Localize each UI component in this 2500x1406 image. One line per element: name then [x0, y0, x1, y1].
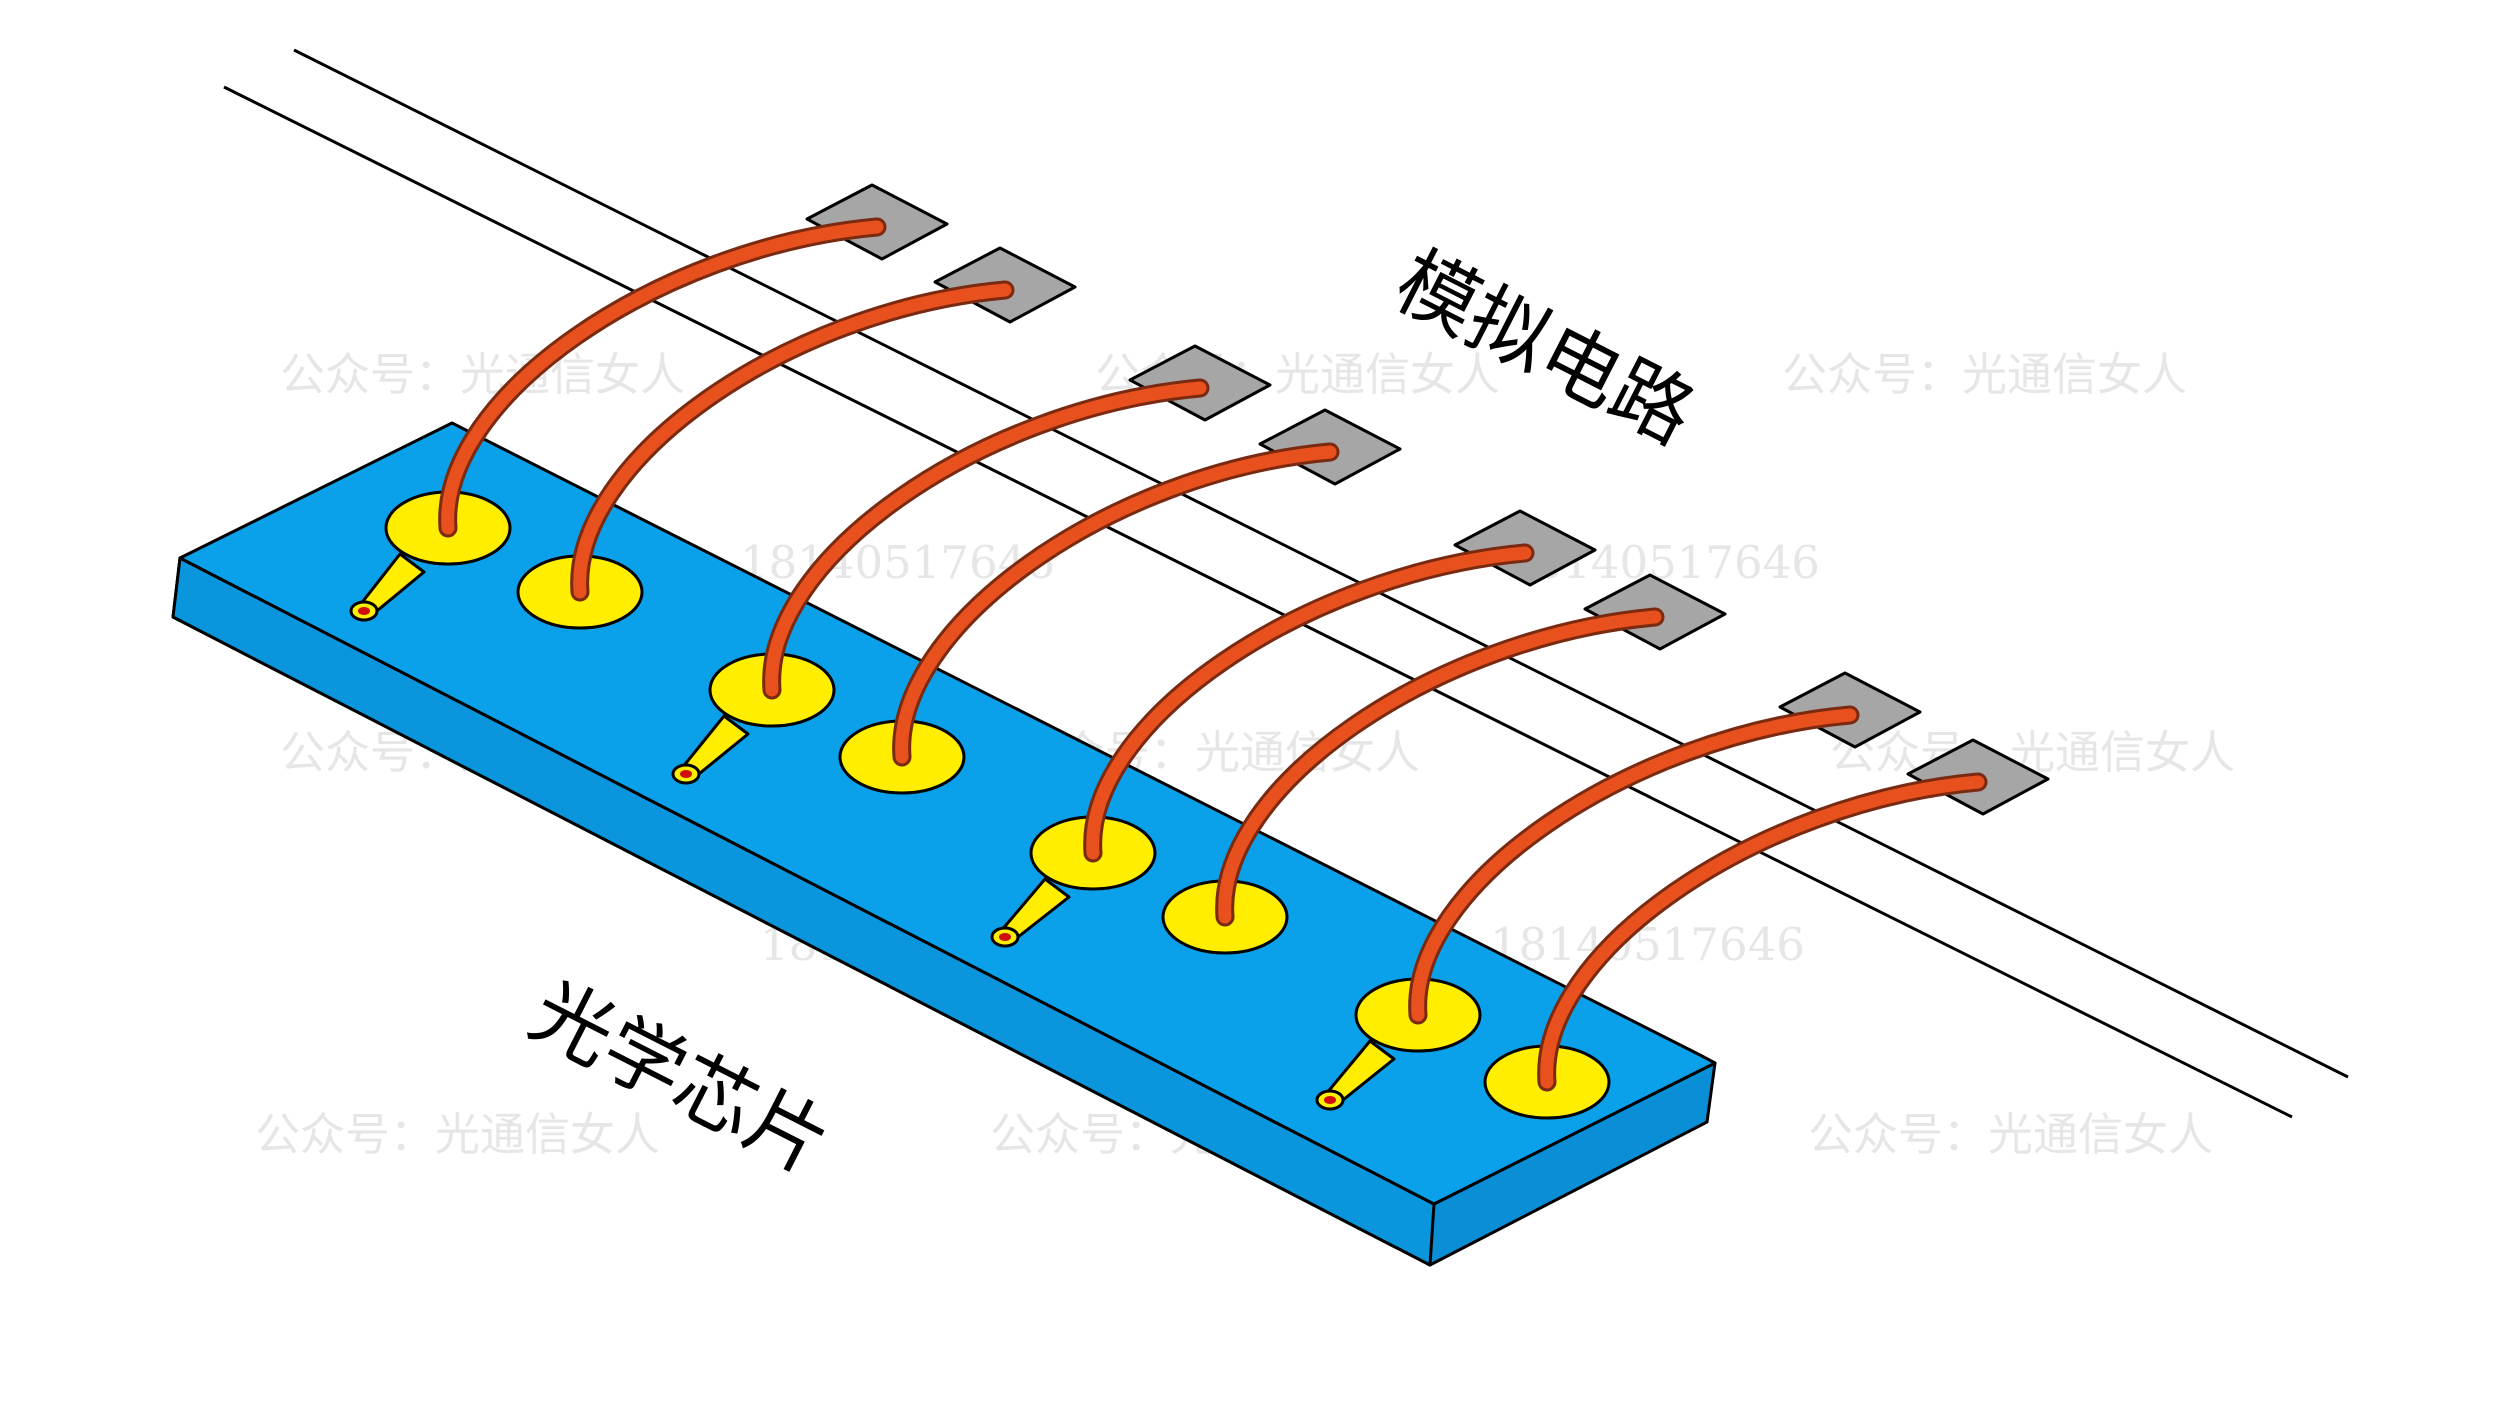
via-dot	[999, 933, 1011, 941]
via-dot	[680, 770, 692, 778]
chip-features	[349, 217, 1988, 1120]
bond-wire	[1218, 610, 1662, 924]
circuit-board	[223, 48, 2349, 1119]
bond-wire	[895, 445, 1337, 764]
watermark-account: 公众号：光通信女人	[255, 1108, 660, 1161]
watermark-account: 公众号：光通信女人	[1782, 348, 2187, 401]
bond-wire	[573, 283, 1012, 599]
bond-wire	[441, 220, 884, 535]
via-dot	[358, 607, 370, 615]
watermark-account: 公众号：光通信女人	[1808, 1108, 2213, 1161]
bond-wire	[1540, 775, 1985, 1089]
bond-wire	[1086, 546, 1532, 860]
circuit-board-edge-lower	[223, 85, 2293, 1119]
watermark-account: 公众号：光通信女人	[280, 348, 685, 401]
watermark-phone: 18140517646	[1490, 918, 1805, 971]
via-dot	[1324, 1096, 1336, 1104]
circuit-board-edge-upper	[293, 48, 2349, 1079]
bond-wire	[765, 381, 1207, 697]
bond-wire	[1411, 708, 1857, 1022]
